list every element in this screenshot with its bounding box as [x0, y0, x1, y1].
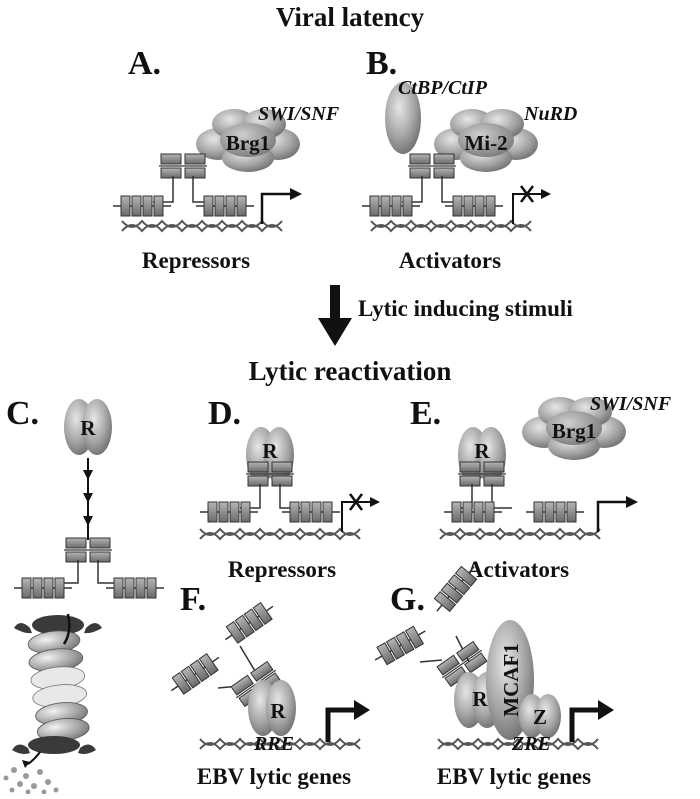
repeat-left-d — [199, 501, 259, 523]
nurd-label: NuRD — [523, 103, 577, 125]
brg1-label-e: Brg1 — [552, 419, 596, 443]
stimuli-arrow — [318, 285, 352, 346]
swisnf-label-a: SWI/SNF — [258, 103, 340, 125]
promoter-arrow-a — [260, 186, 304, 226]
r-label-d: R — [262, 439, 278, 463]
panel-label-e: E. — [410, 395, 441, 432]
panel-f: R — [164, 597, 370, 750]
dimer-hub-a — [158, 153, 208, 179]
panel-a: Brg1 SWI/SNF — [112, 103, 340, 232]
repeat-right-e — [525, 501, 585, 523]
zre-label: ZRE — [511, 733, 551, 755]
swisnf-label-e: SWI/SNF — [590, 393, 672, 415]
promoter-arrow-e — [596, 494, 640, 534]
panel-label-f: F. — [180, 581, 206, 618]
panel-label-b: B. — [366, 45, 397, 82]
promoter-arrow-g — [569, 700, 614, 742]
caption-d: Repressors — [228, 557, 336, 582]
caption-g: EBV lytic genes — [437, 764, 591, 789]
repeat-right-b — [444, 195, 504, 217]
caption-e: Activators — [467, 557, 569, 582]
repeat-left-b — [361, 195, 421, 217]
repeat-left-a — [112, 195, 172, 217]
r-label-g: R — [472, 687, 488, 711]
repeat-left-f — [164, 648, 226, 700]
repeat-left-c — [13, 577, 73, 599]
dimer-hub-b — [407, 153, 457, 179]
ctbp-label: CtBP/CtIP — [398, 77, 488, 99]
stimuli-label: Lytic inducing stimuli — [358, 296, 573, 321]
dna-a — [121, 220, 283, 232]
dna-e — [439, 528, 601, 540]
panel-g: R MCAF1 Z — [369, 559, 614, 750]
dna-b — [370, 220, 532, 232]
dimer-hub-c — [63, 537, 113, 563]
blocked-promoter-d — [341, 493, 380, 532]
panel-b: CtBP/CtIP Mi-2 NuRD — [361, 77, 577, 232]
repeat-right-a — [195, 195, 255, 217]
panel-label-c: C. — [6, 395, 39, 432]
promoter-arrow-f — [325, 700, 370, 742]
panel-label-d: D. — [208, 395, 241, 432]
panel-label-g: G. — [390, 581, 425, 618]
panel-label-a: A. — [128, 45, 161, 82]
blocked-promoter-b — [512, 185, 551, 224]
r-label-f: R — [270, 699, 286, 723]
ctbp-blob — [385, 82, 421, 154]
panel-d: R — [199, 427, 380, 540]
repeat-left-e — [443, 501, 503, 523]
repeat-right-c — [105, 577, 165, 599]
panel-e: Brg1 SWI/SNF R — [439, 393, 672, 540]
peptide-fragments — [3, 767, 59, 795]
r-label-e: R — [474, 439, 490, 463]
repeat-top-f — [218, 597, 280, 649]
repeat-right-d — [281, 501, 341, 523]
panel-c: R — [3, 399, 165, 795]
dna-d — [199, 528, 361, 540]
heading-lytic-reactivation: Lytic reactivation — [249, 356, 452, 386]
mcaf1-label: MCAF1 — [499, 643, 523, 716]
brg1-label-a: Brg1 — [226, 131, 270, 155]
caption-f: EBV lytic genes — [197, 764, 351, 789]
proteasome — [12, 613, 102, 768]
heading-viral-latency: Viral latency — [276, 2, 425, 32]
z-protein — [519, 694, 561, 738]
caption-b: Activators — [399, 248, 501, 273]
z-label: Z — [533, 705, 547, 729]
caption-a: Repressors — [142, 248, 250, 273]
r-label-c: R — [80, 416, 96, 440]
mi2-label: Mi-2 — [464, 131, 507, 155]
rre-label: RRE — [253, 733, 294, 755]
